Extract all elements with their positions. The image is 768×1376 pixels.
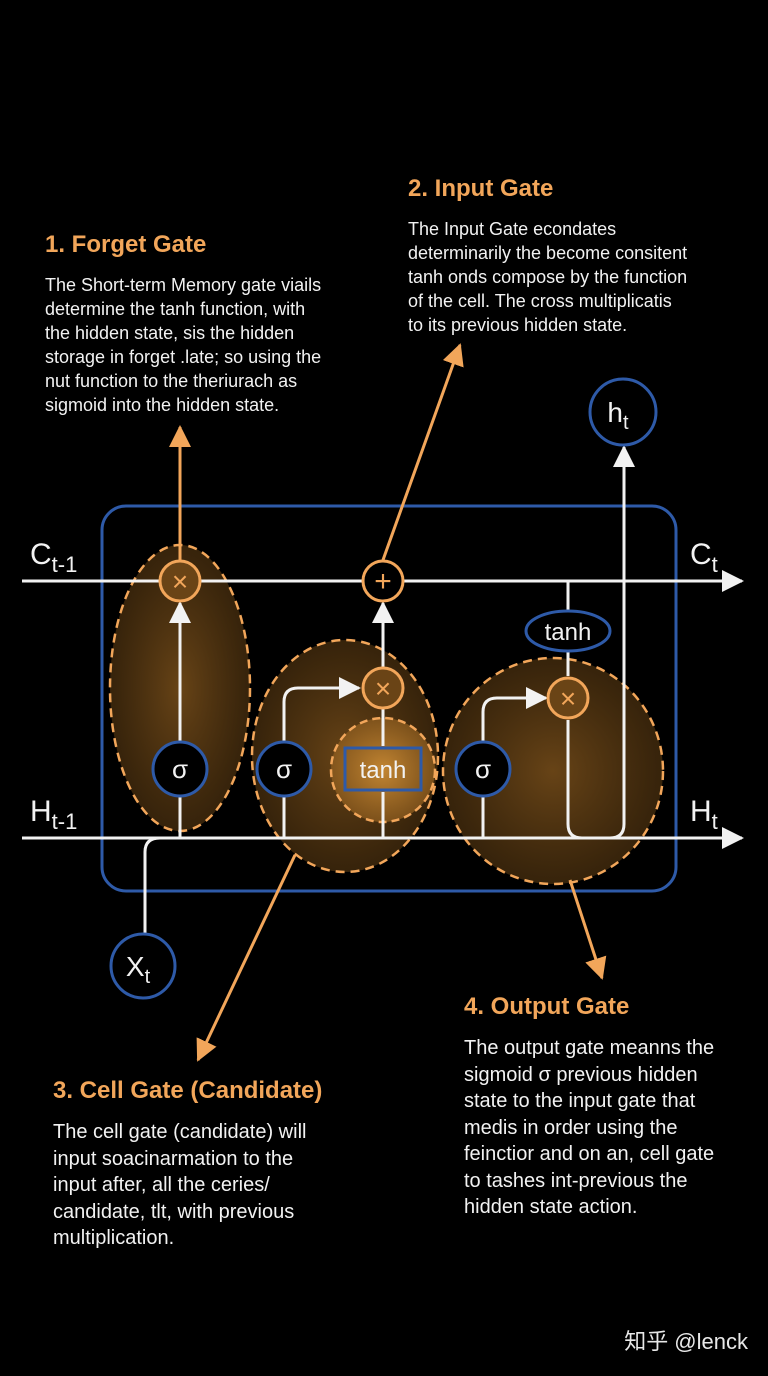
- cell-gate-description: The cell gate (candidate) will input soa…: [53, 1119, 363, 1252]
- output-multiply-node: ×: [546, 676, 590, 720]
- h-next-label: Ht: [690, 795, 718, 834]
- cell-multiply-symbol: ×: [375, 673, 391, 704]
- output-sigma-label: σ: [475, 754, 491, 784]
- add-node: +: [361, 559, 405, 603]
- output-gate-region: [441, 656, 665, 886]
- input-gate-line: determinarily the become consitent: [408, 243, 688, 263]
- forget-gate-block: 1. Forget Gate The Short-term Memory gat…: [45, 231, 365, 417]
- watermark: 知乎 @lenck: [624, 1329, 748, 1354]
- cell-sigma-label: σ: [276, 754, 292, 784]
- input-gate-line: of the cell. The cross multiplicatis: [408, 291, 672, 311]
- add-symbol: +: [374, 565, 392, 598]
- cell-gate-line: The cell gate (candidate) will: [53, 1121, 307, 1143]
- forget-sigma-node: σ: [151, 740, 209, 798]
- output-gate-line: state to the input gate that: [464, 1090, 696, 1112]
- output-tanh-label: tanh: [545, 619, 592, 646]
- cell-multiply-node: ×: [361, 666, 405, 710]
- input-gate-heading: 2. Input Gate: [408, 175, 554, 202]
- output-gate-line: The output gate meanns the: [464, 1037, 715, 1059]
- h-output-node: ht: [588, 377, 658, 447]
- output-gate-description: The output gate meanns the sigmoid σ pre…: [464, 1035, 754, 1221]
- input-gate-block: 2. Input Gate The Input Gate econdates d…: [408, 175, 738, 337]
- x-input-label: Xt: [126, 951, 151, 988]
- c-next-label: Ct: [690, 538, 718, 577]
- output-sigma-to-mult: [481, 687, 548, 746]
- input-gate-description: The Input Gate econdates determinarily t…: [408, 217, 738, 337]
- output-multiply-symbol: ×: [560, 683, 576, 714]
- cell-gate-heading: 3. Cell Gate (Candidate): [53, 1077, 323, 1104]
- forget-gate-line: sigmoid into the hidden state.: [45, 395, 280, 415]
- output-gate-line: hidden state action.: [464, 1196, 638, 1218]
- cell-gate-line: multiplication.: [53, 1227, 175, 1249]
- cell-gate-line: input soacinarmation to the: [53, 1147, 294, 1170]
- lstm-cell-boundary: [100, 504, 678, 893]
- output-tanh-node: tanh: [524, 609, 612, 653]
- forget-gate-line: nut function to the theriurach as: [45, 371, 298, 391]
- cell-gate-line: candidate, tlt, with previous: [53, 1200, 295, 1223]
- cell-tanh-label: tanh: [360, 757, 407, 784]
- output-gate-line: to tashes int-previous the: [464, 1169, 688, 1192]
- input-x-path: [143, 836, 161, 935]
- output-gate-heading: 4. Output Gate: [464, 993, 630, 1020]
- cell-callout-arrow: [196, 854, 297, 1062]
- h-output-label: ht: [607, 397, 629, 434]
- cell-sigma-to-mult: [282, 677, 361, 746]
- forget-gate-line: The Short-term Memory gate viails: [45, 275, 322, 295]
- forget-gate-line: the hidden state, sis the hidden: [45, 323, 295, 343]
- forget-sigma-label: σ: [172, 754, 188, 784]
- output-mult-to-hidden: [566, 720, 626, 840]
- cell-gate-line: input after, all the ceries/: [53, 1174, 270, 1196]
- output-gate-line: sigmoid σ previous hidden: [464, 1063, 698, 1086]
- forget-gate-heading: 1. Forget Gate: [45, 231, 207, 258]
- forget-gate-line: determine the tanh function, with: [45, 299, 306, 319]
- cell-tanh-box: tanh: [343, 746, 423, 792]
- input-gate-line: tanh onds compose by the function: [408, 267, 688, 287]
- forget-gate-description: The Short-term Memory gate viails determ…: [45, 273, 365, 417]
- x-input-node: Xt: [109, 932, 177, 1000]
- cell-gate-block: 3. Cell Gate (Candidate) The cell gate (…: [53, 1077, 363, 1252]
- output-gate-block: 4. Output Gate The output gate meanns th…: [464, 993, 754, 1221]
- forget-multiply-node: ×: [158, 559, 202, 603]
- c-prev-label: Ct-1: [30, 538, 77, 577]
- output-gate-line: feinctior and on an, cell gate: [464, 1143, 715, 1165]
- cell-sigma-node: σ: [255, 740, 313, 798]
- output-callout-arrow: [568, 879, 607, 980]
- h-prev-label: Ht-1: [30, 795, 77, 834]
- output-sigma-node: σ: [454, 740, 512, 798]
- input-gate-line: to its previous hidden state.: [408, 315, 628, 335]
- input-gate-line: The Input Gate econdates: [408, 219, 617, 239]
- input-callout-arrow: [381, 343, 464, 561]
- forget-gate-line: storage in forget .late; so using the: [45, 347, 322, 367]
- forget-multiply-symbol: ×: [172, 566, 188, 597]
- output-gate-line: medis in order using the: [464, 1116, 678, 1139]
